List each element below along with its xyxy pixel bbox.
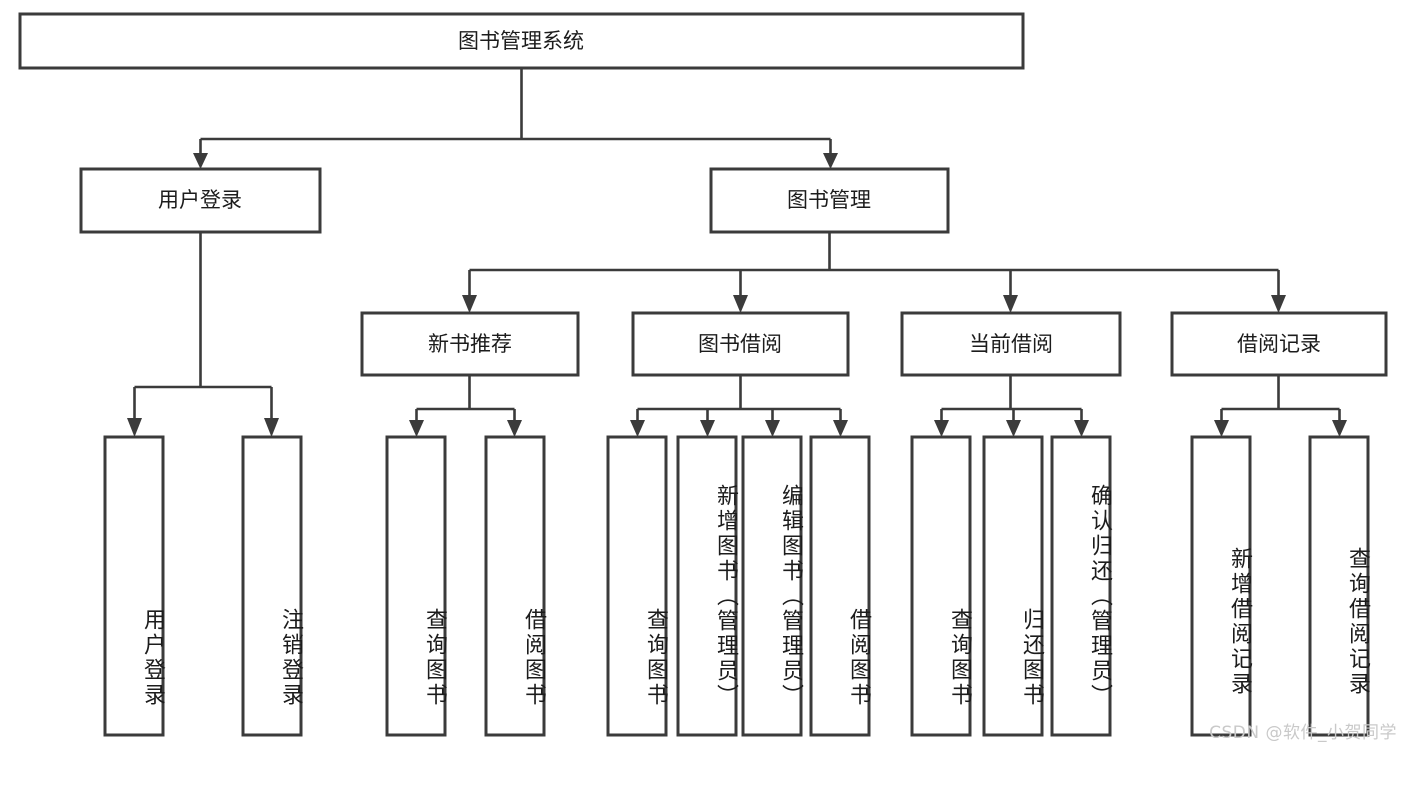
node-user-login-box[interactable] <box>79 167 322 234</box>
arrowhead-leaf-borrow-book-rec <box>507 420 522 437</box>
arrowhead-leaf-borrow-book-lend <box>833 420 848 437</box>
node-current-borrow-box[interactable] <box>900 311 1122 377</box>
leaf-box-query-book-rec[interactable] <box>385 435 447 737</box>
leaf-box-user-login[interactable] <box>103 435 165 737</box>
arrowhead-leaf-query-record <box>1332 420 1347 437</box>
connector-layer <box>127 68 1347 437</box>
node-new-book-recommend-label: 新书推荐 <box>428 332 512 356</box>
node-layer: 图书管理系统 用户登录 图书管理 新书推荐 图书借阅 <box>18 12 1388 737</box>
node-user-login-label: 用户登录 <box>158 188 242 212</box>
leaf-box-add-book[interactable] <box>676 435 738 737</box>
arrowhead-leaf-return-book <box>1006 420 1021 437</box>
arrowhead-leaf-confirm-return <box>1074 420 1089 437</box>
arrowhead-leaf-query-book-cur <box>934 420 949 437</box>
arrowhead-leaf-user-login <box>127 418 142 437</box>
node-book-borrow-box[interactable] <box>631 311 850 377</box>
arrowhead-book-borrow <box>733 295 748 313</box>
node-book-management-label: 图书管理 <box>787 188 871 212</box>
node-current-borrow-label: 当前借阅 <box>969 332 1053 356</box>
node-new-book-recommend-box[interactable] <box>360 311 580 377</box>
arrowhead-leaf-query-book-rec <box>409 420 424 437</box>
node-borrow-record-box[interactable] <box>1170 311 1388 377</box>
hierarchy-diagram-svg: 图书管理系统 用户登录 图书管理 新书推荐 图书借阅 <box>18 12 1388 737</box>
leaf-box-borrow-book-lend[interactable] <box>809 435 871 737</box>
leaf-box-edit-book[interactable] <box>741 435 803 737</box>
arrowhead-leaf-logout <box>264 418 279 437</box>
leaf-box-borrow-book-rec[interactable] <box>484 435 546 737</box>
leaf-box-query-book-cur[interactable] <box>910 435 972 737</box>
leaf-box-query-record[interactable] <box>1308 435 1370 737</box>
node-root-box[interactable] <box>18 12 1025 70</box>
arrowhead-leaf-query-book-lend <box>630 420 645 437</box>
node-current-borrow[interactable]: 当前借阅 <box>900 311 1122 377</box>
leaf-node-layer <box>103 435 1370 737</box>
arrowhead-leaf-add-record <box>1214 420 1229 437</box>
node-book-management-box[interactable] <box>709 167 950 234</box>
arrowhead-new-book-rec <box>462 295 477 313</box>
arrowhead-user-login <box>193 153 208 169</box>
node-book-management[interactable]: 图书管理 <box>709 167 950 234</box>
leaf-box-return-book[interactable] <box>982 435 1044 737</box>
leaf-box-confirm-return[interactable] <box>1050 435 1112 737</box>
node-root-label: 图书管理系统 <box>458 29 584 53</box>
leaf-box-logout[interactable] <box>241 435 303 737</box>
node-book-borrow[interactable]: 图书借阅 <box>631 311 850 377</box>
csdn-watermark: CSDN @软件_小贺同学 <box>1209 723 1397 743</box>
node-borrow-record-label: 借阅记录 <box>1237 332 1321 356</box>
arrowhead-leaf-add-book <box>700 420 715 437</box>
arrowhead-current-borrow <box>1003 295 1018 313</box>
leaf-box-query-book-lend[interactable] <box>606 435 668 737</box>
leaf-box-add-record[interactable] <box>1190 435 1252 737</box>
node-user-login[interactable]: 用户登录 <box>79 167 322 234</box>
arrowhead-leaf-edit-book <box>765 420 780 437</box>
arrowhead-borrow-record <box>1271 295 1286 313</box>
node-new-book-recommend[interactable]: 新书推荐 <box>360 311 580 377</box>
node-borrow-record[interactable]: 借阅记录 <box>1170 311 1388 377</box>
node-book-borrow-label: 图书借阅 <box>698 332 782 356</box>
arrowhead-book-mgmt <box>823 153 838 169</box>
node-root[interactable]: 图书管理系统 <box>18 12 1025 70</box>
flowchart-canvas: 图书管理系统 用户登录 图书管理 新书推荐 图书借阅 <box>18 12 1397 743</box>
